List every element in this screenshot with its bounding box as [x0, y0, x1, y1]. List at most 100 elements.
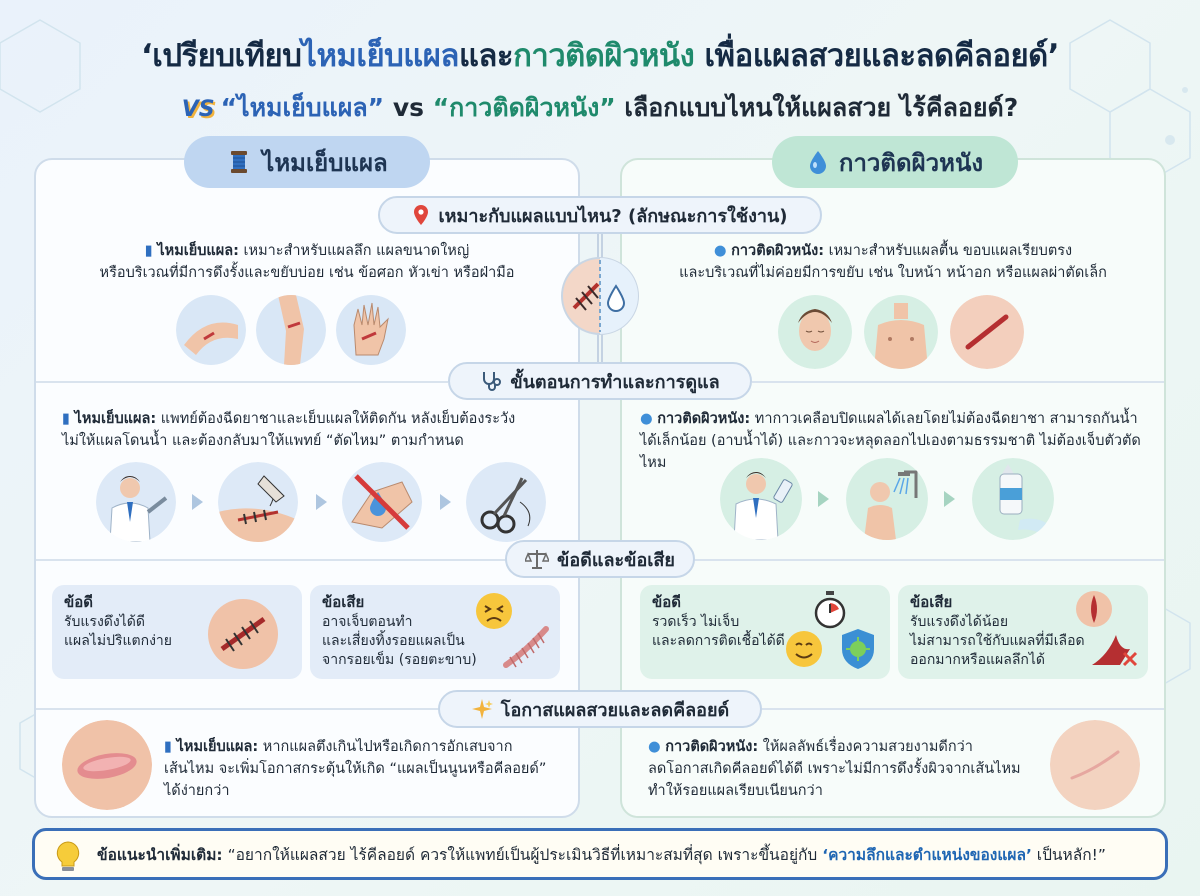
- thread-spool-icon: ▮: [164, 739, 172, 755]
- thread-spool-icon: [231, 151, 248, 173]
- doctor-glue-icon: [720, 458, 802, 540]
- outcome-glue-line3: ทำให้รอยแผลเรียบเนียนกว่า: [648, 783, 823, 799]
- glue-pros-2: และลดการติดเชื้อได้ดี: [652, 633, 785, 649]
- small-incision-icon: [950, 295, 1024, 369]
- sutures-cons-box: ข้อเสีย อาจเจ็บตอนทำ และเสี่ยงทิ้งรอยแผล…: [310, 585, 560, 679]
- tip-text: “อยากให้แผลสวย ไร้คีลอยด์ ควรให้แพทย์เป็…: [222, 845, 823, 864]
- suture-removal-scissors-icon: [466, 462, 546, 542]
- glue-header-label: กาวติดผิวหนัง: [838, 148, 984, 177]
- section-proscons: ข้อดีและข้อเสีย: [505, 540, 695, 578]
- sutures-cons-2: และเสี่ยงทิ้งรอยแผลเป็น: [322, 633, 465, 649]
- keloid-scar-icon: [62, 720, 152, 810]
- shower-icon: [846, 458, 928, 540]
- separator: [36, 381, 448, 383]
- bleeding-x-icon: [1092, 635, 1138, 667]
- step-arrow: [440, 494, 451, 510]
- glue-pros-heading: ข้อดี: [652, 593, 682, 611]
- stitching-icon: [218, 462, 298, 542]
- centipede-scar-icon: [503, 626, 549, 668]
- title-glue: กาวติดผิวหนัง: [513, 38, 695, 74]
- title-sutures: ไหมเย็บแผล: [301, 38, 459, 74]
- sutures-header-label: ไหมเย็บแผล: [262, 148, 388, 177]
- title-text: ‘เปรียบเทียบ: [140, 38, 302, 74]
- separator: [694, 559, 1164, 561]
- section-outcome-label: โอกาสแผลสวยและลดคีลอยด์: [500, 699, 730, 721]
- separator: [762, 708, 1164, 710]
- separator: [752, 381, 1164, 383]
- outcome-sutures-line1: หากแผลตึงเกินไปหรือเกิดการอักเสบจาก: [258, 739, 513, 755]
- outcome-sutures-label: ไหมเย็บแผล:: [176, 739, 259, 755]
- step-arrow: [818, 491, 829, 507]
- droplet-icon: ●: [648, 739, 661, 755]
- stopwatch-icon: [814, 591, 846, 629]
- procedure-glue-line2: ได้เล็กน้อย (อาบน้ำได้) และกาวจะหลุดลอกไ…: [640, 433, 1141, 471]
- section-procedure-label: ขั้นตอนการทำและการดูแล: [510, 371, 720, 393]
- lightbulb-icon: [56, 841, 80, 871]
- outcome-glue-line2: ลดโอกาสเกิดคีลอยด์ได้ดี เพราะไม่มีการดึง…: [648, 761, 1021, 777]
- page-subtitle: VS“ไหมเย็บแผล” vs “กาวติดผิวหนัง” เลือกแ…: [0, 88, 1200, 128]
- section-usage: เหมาะกับแผลแบบไหน? (ลักษณะการใช้งาน): [378, 196, 822, 234]
- pain-face-icon: [476, 593, 512, 629]
- droplet-icon: ●: [713, 243, 727, 259]
- page-title: ‘เปรียบเทียบไหมเย็บแผลและกาวติดผิวหนัง เ…: [0, 30, 1200, 80]
- glue-bottle-icon: [972, 458, 1054, 540]
- sutures-cons-3: จากรอยเข็ม (รอยตะขาบ): [322, 652, 477, 668]
- droplet-icon: [809, 151, 826, 174]
- title-tail: เพื่อแผลสวยและลดคีลอยด์’: [694, 38, 1060, 74]
- procedure-glue-line1: ทากาวเคลือบปิดแผลได้เลยโดยไม่ต้องฉีดยาชา…: [750, 411, 1138, 427]
- outcome-sutures-line2: เส้นไหม จะเพิ่มโอกาสกระตุ้นให้เกิด “แผลเ…: [164, 761, 547, 777]
- procedure-sutures-label: ไหมเย็บแผล:: [74, 411, 157, 427]
- knee-icon: [256, 295, 326, 365]
- outcome-glue-label: กาวติดผิวหนัง:: [665, 739, 759, 755]
- tip-highlight: ‘ความลึกและตำแหน่งของแผล’: [822, 845, 1032, 864]
- glue-cons-heading: ข้อเสีย: [910, 593, 953, 611]
- usage-sutures-label: ไหมเย็บแผล:: [157, 243, 239, 259]
- sutures-header: ไหมเย็บแผล: [184, 136, 430, 188]
- separator: [36, 559, 506, 561]
- glue-cons-3: ออกมากหรือแผลลึกได้: [910, 652, 1046, 668]
- vs-badge: VS: [181, 97, 215, 122]
- glue-cons-box: ข้อเสีย รับแรงดึงได้น้อย ไม่สามารถใช้กับ…: [898, 585, 1148, 679]
- usage-sutures-line2: หรือบริเวณที่มีการดึงรั้งและขยับบ่อย เช่…: [99, 265, 515, 281]
- no-water-icon: [342, 462, 422, 542]
- outcome-glue-text: ● กาวติดผิวหนัง: ให้ผลลัพธ์เรื่องความสวย…: [648, 736, 1048, 802]
- usage-sutures-text: ▮ ไหมเย็บแผล: เหมาะสำหรับแผลลึก แผลขนาดใ…: [50, 240, 564, 284]
- usage-glue-line1: เหมาะสำหรับแผลตื้น ขอบแผลเรียบตรง: [824, 243, 1073, 259]
- shield-germ-icon: [842, 629, 874, 669]
- section-outcome: โอกาสแผลสวยและลดคีลอยด์: [438, 690, 762, 728]
- glue-pros-box: ข้อดี รวดเร็ว ไม่เจ็บ และลดการติดเชื้อได…: [640, 585, 890, 679]
- procedure-glue-text: ● กาวติดผิวหนัง: ทากาวเคลือบปิดแผลได้เลย…: [640, 408, 1154, 474]
- sutures-pros-2: แผลไม่ปริแตกง่าย: [64, 633, 172, 649]
- chest-icon: [864, 295, 938, 369]
- step-arrow: [944, 491, 955, 507]
- procedure-sutures-line1: แพทย์ต้องฉีดยาชาและเย็บแผลให้ติดกัน หลัง…: [156, 411, 516, 427]
- face-icon: [778, 295, 852, 369]
- usage-glue-line2: และบริเวณที่ไม่ค่อยมีการขยับ เช่น ใบหน้า…: [679, 265, 1107, 281]
- doctor-injection-icon: [96, 462, 176, 542]
- smile-face-icon: [786, 631, 822, 667]
- thread-spool-icon: ▮: [144, 243, 153, 259]
- sutures-cons-heading: ข้อเสีย: [322, 593, 365, 611]
- subtitle-sutures: “ไหมเย็บแผล”: [220, 93, 385, 122]
- deep-wound-icon: [1076, 591, 1112, 627]
- usage-glue-text: ● กาวติดผิวหนัง: เหมาะสำหรับแผลตื้น ขอบแ…: [636, 240, 1150, 284]
- glue-pros-1: รวดเร็ว ไม่เจ็บ: [652, 614, 740, 630]
- outcome-glue-line1: ให้ผลลัพธ์เรื่องความสวยงามดีกว่า: [758, 739, 973, 755]
- comparison-wound-icon: [561, 257, 639, 335]
- tip-label: ข้อแนะนำเพิ่มเติม:: [97, 845, 223, 864]
- subtitle-question: เลือกแบบไหนให้แผลสวย ไร้คีลอยด์?: [615, 93, 1019, 122]
- section-proscons-label: ข้อดีและข้อเสีย: [557, 549, 675, 571]
- scale-icon: [525, 550, 550, 569]
- section-procedure: ขั้นตอนการทำและการดูแล: [448, 362, 752, 400]
- usage-glue-label: กาวติดผิวหนัง:: [731, 243, 825, 259]
- title-and: และ: [458, 38, 514, 74]
- sutures-pros-heading: ข้อดี: [64, 593, 94, 611]
- step-arrow: [316, 494, 327, 510]
- stethoscope-icon: [483, 372, 502, 391]
- subtitle-glue: “กาวติดผิวหนัง”: [432, 93, 616, 122]
- stitched-wound-icon: [208, 599, 278, 669]
- palm-icon: [336, 295, 406, 365]
- tip-banner: ข้อแนะนำเพิ่มเติม: “อยากให้แผลสวย ไร้คีล…: [32, 828, 1168, 880]
- step-arrow: [192, 494, 203, 510]
- sutures-pros-1: รับแรงดึงได้ดี: [64, 614, 145, 630]
